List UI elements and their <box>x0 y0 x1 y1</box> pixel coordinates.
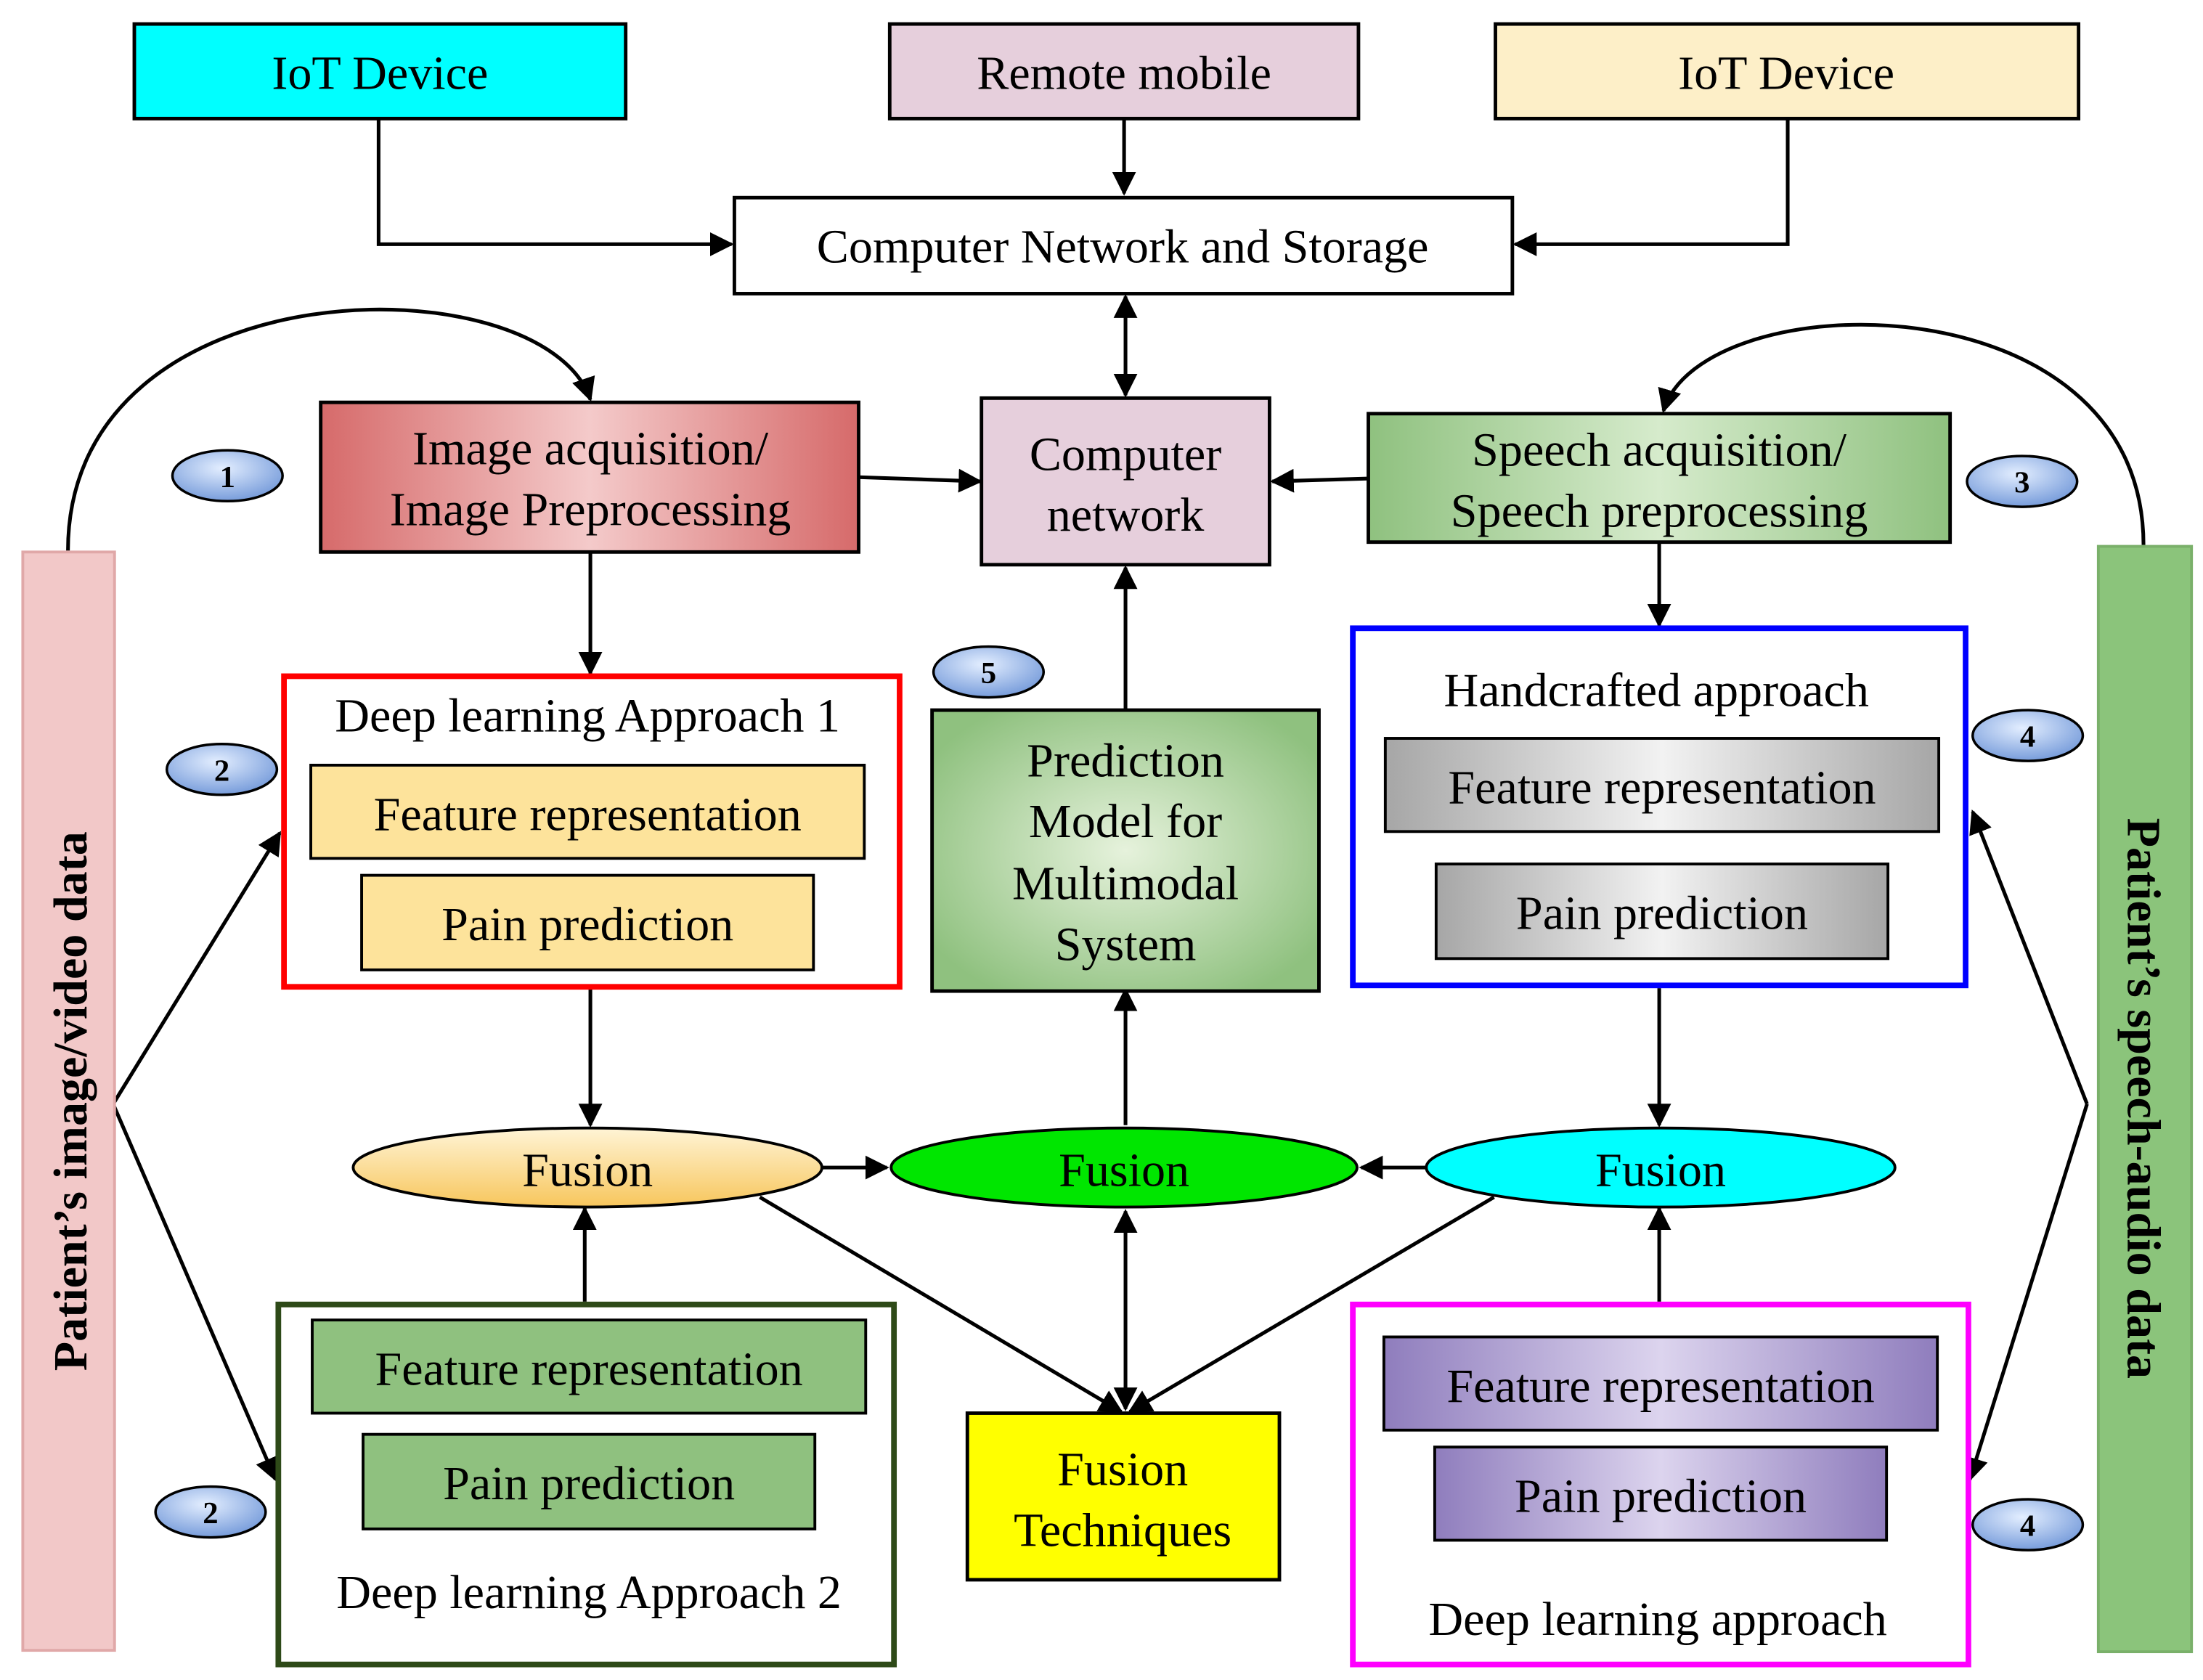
image-acq-line2: Image Preprocessing <box>390 483 791 536</box>
prediction-model-box: Prediction Model for Multimodal System <box>930 708 1321 993</box>
storage-label: Computer Network and Storage <box>817 221 1429 274</box>
dl2-title: Deep learning Approach 2 <box>336 1566 842 1619</box>
patient-speech-audio-bar: Patient’s speech-audio data <box>2096 545 2194 1654</box>
prediction-model-line4: System <box>1055 918 1197 971</box>
badge-4-top-number: 4 <box>2020 720 2035 754</box>
remote-mobile: Remote mobile <box>887 22 1361 121</box>
iot-device-left-label: IoT Device <box>272 47 488 100</box>
arrow-left-fusion-to-techniques <box>759 1195 1124 1414</box>
badge-2-top: 2 <box>165 743 279 796</box>
computer-network-box: Computer network <box>980 396 1271 567</box>
badge-3-number: 3 <box>2014 466 2029 500</box>
arrow-image-to-network <box>858 468 983 493</box>
dl-speech-feature: Feature representation <box>1446 1360 1874 1413</box>
iot-device-right: IoT Device <box>1494 22 2081 121</box>
fusion-right: Fusion <box>1425 1126 1897 1209</box>
fusion-left: Fusion <box>351 1126 823 1209</box>
handcrafted-feature: Feature representation <box>1448 761 1876 814</box>
fusion-right-label: Fusion <box>1595 1143 1726 1196</box>
arrow-audio-to-speech-acq <box>1658 322 2146 545</box>
computer-network-line1: Computer <box>1030 428 1221 481</box>
dl-speech-title: Deep learning approach <box>1428 1593 1886 1646</box>
patient-image-video-bar: Patient’s image/video data <box>21 550 116 1652</box>
badge-2-top-number: 2 <box>214 754 229 788</box>
image-acquisition-box: Image acquisition/ Image Preprocessing <box>319 400 860 554</box>
badge-4-bottom: 4 <box>1971 1498 2085 1551</box>
badge-4-top: 4 <box>1971 709 2085 762</box>
handcrafted-title: Handcrafted approach <box>1443 664 1868 717</box>
computer-network-line2: network <box>1047 489 1205 542</box>
fusion-tech-line1: Fusion <box>1057 1443 1188 1496</box>
arrow-audio-to-handcrafted <box>1969 810 2089 1105</box>
prediction-model-line3: Multimodal <box>1012 857 1239 910</box>
prediction-model-line2: Model for <box>1029 795 1222 848</box>
deep-learning-approach-speech: Feature representation Pain prediction D… <box>1350 1301 1971 1668</box>
prediction-model-line1: Prediction <box>1027 734 1224 787</box>
computer-network-storage: Computer Network and Storage <box>732 195 1515 295</box>
badge-1-number: 1 <box>220 460 235 494</box>
patient-speech-audio-label: Patient’s speech-audio data <box>2117 818 2170 1379</box>
speech-acquisition-box: Speech acquisition/ Speech preprocessing <box>1367 412 1952 545</box>
remote-mobile-label: Remote mobile <box>977 47 1271 100</box>
dl2-feature: Feature representation <box>375 1343 803 1396</box>
fusion-tech-line2: Techniques <box>1014 1504 1231 1557</box>
arrow-iot-right-to-storage <box>1512 120 1790 256</box>
dl1-feature: Feature representation <box>374 788 802 841</box>
arrow-video-to-dl1 <box>111 831 282 1105</box>
fusion-left-label: Fusion <box>522 1143 653 1196</box>
fusion-techniques-box: Fusion Techniques <box>965 1411 1282 1582</box>
arrow-right-fusion-to-techniques <box>1128 1195 1495 1414</box>
badge-2-bottom-number: 2 <box>203 1496 218 1530</box>
fusion-center-label: Fusion <box>1059 1143 1189 1196</box>
fusion-center: Fusion <box>889 1126 1359 1209</box>
arrow-video-to-image-acq <box>66 307 595 551</box>
badge-2-bottom: 2 <box>154 1485 267 1539</box>
dl1-pain: Pain prediction <box>441 898 733 951</box>
arrow-speech-to-network <box>1270 468 1367 493</box>
badge-1: 1 <box>171 449 284 503</box>
badge-3: 3 <box>1966 454 2079 508</box>
handcrafted-approach: Handcrafted approach Feature representat… <box>1350 625 1968 989</box>
dl1-title: Deep learning Approach 1 <box>335 689 840 742</box>
speech-acq-line2: Speech preprocessing <box>1451 484 1868 537</box>
iot-device-right-label: IoT Device <box>1678 47 1894 100</box>
arrow-video-to-dl2 <box>111 1103 278 1482</box>
speech-acq-line1: Speech acquisition/ <box>1472 424 1847 477</box>
badge-5-number: 5 <box>981 656 996 690</box>
deep-learning-approach-1: Deep learning Approach 1 Feature represe… <box>281 673 903 990</box>
badge-4-bottom-number: 4 <box>2020 1509 2035 1544</box>
deep-learning-approach-2: Feature representation Pain prediction D… <box>275 1301 897 1668</box>
dl-speech-pain: Pain prediction <box>1515 1470 1807 1523</box>
connectors <box>66 120 2146 1483</box>
image-acq-line1: Image acquisition/ <box>412 423 769 476</box>
arrow-audio-to-dlspeech <box>1965 1103 2089 1483</box>
dl2-pain: Pain prediction <box>443 1457 735 1510</box>
handcrafted-pain: Pain prediction <box>1516 887 1808 940</box>
iot-device-left: IoT Device <box>132 22 628 121</box>
arrow-iot-left-to-storage <box>376 120 734 256</box>
badge-5: 5 <box>932 645 1046 699</box>
patient-image-video-label: Patient’s image/video data <box>44 831 97 1371</box>
